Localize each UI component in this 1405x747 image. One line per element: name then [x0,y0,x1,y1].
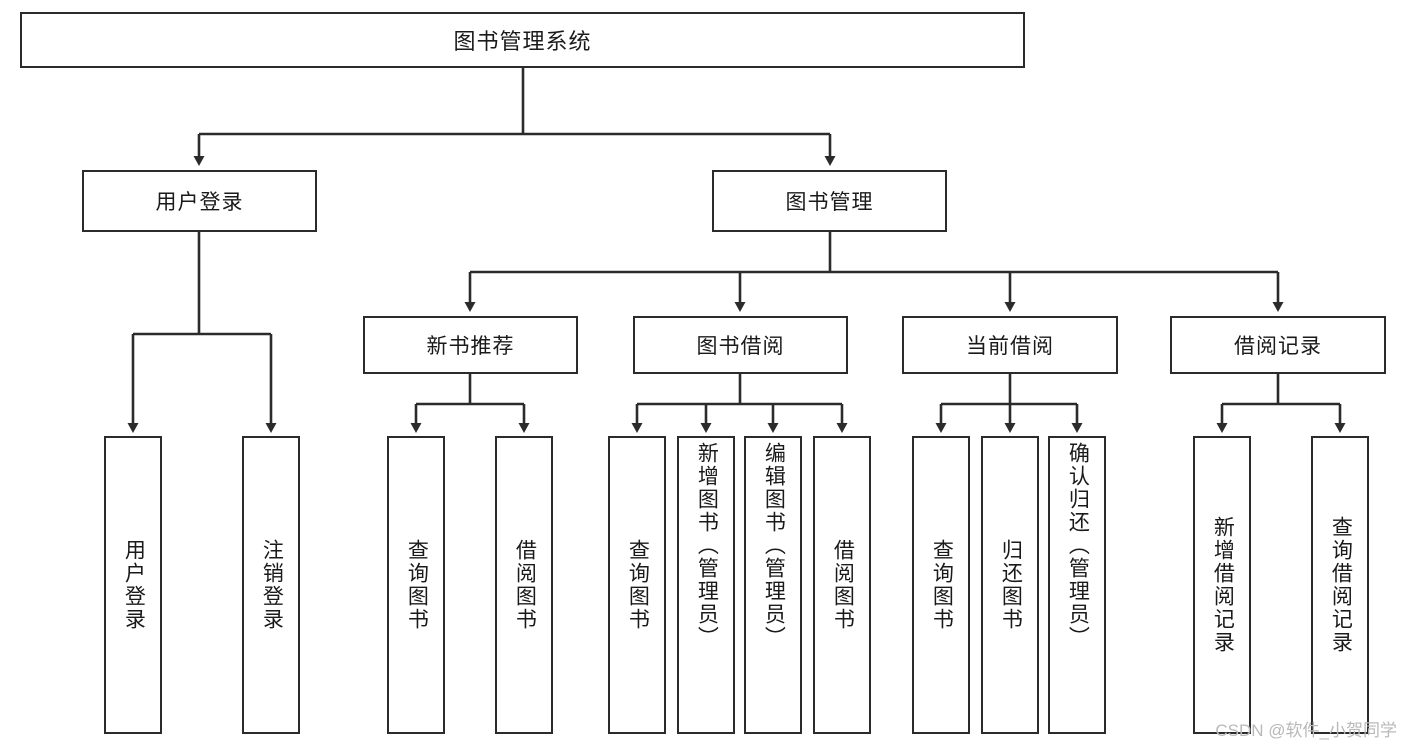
leaf-return-book[interactable]: 归还图书 [981,436,1039,734]
node-label: 新书推荐 [426,335,515,358]
leaf-label: 查询图书 [405,539,429,631]
node-label: 图书管理系统 [453,29,592,54]
node-borrow-record[interactable]: 借阅记录 [1170,316,1386,374]
leaf-label: 编辑图书（管理员） [762,442,786,649]
leaf-add-borrow-record[interactable]: 新增借阅记录 [1193,436,1251,734]
leaf-label: 用户登录 [122,539,146,631]
leaf-label: 查询图书 [626,539,650,631]
node-label: 当前借阅 [966,335,1054,358]
leaf-label: 新增借阅记录 [1211,516,1235,654]
leaf-label: 借阅图书 [831,539,855,631]
node-current-borrow[interactable]: 当前借阅 [902,316,1118,374]
node-label: 借阅记录 [1234,335,1322,358]
leaf-confirm-return-admin[interactable]: 确认归还（管理员） [1048,436,1106,734]
node-user-login[interactable]: 用户登录 [82,170,317,232]
csdn-watermark: CSDN @软件_小贺同学 [1215,721,1397,740]
leaf-user-login[interactable]: 用户登录 [104,436,162,734]
node-new-book-recommend[interactable]: 新书推荐 [363,316,578,374]
leaf-label: 借阅图书 [513,539,537,631]
leaf-borrow-book-recommend[interactable]: 借阅图书 [495,436,553,734]
leaf-logout-login[interactable]: 注销登录 [242,436,300,734]
leaf-label: 新增图书（管理员） [695,442,719,649]
leaf-label: 注销登录 [260,539,284,631]
leaf-label: 查询图书 [930,539,954,631]
leaf-query-book-current[interactable]: 查询图书 [912,436,970,734]
node-label: 用户登录 [155,191,244,214]
node-book-borrow[interactable]: 图书借阅 [633,316,848,374]
leaf-label: 确认归还（管理员） [1066,442,1090,649]
leaf-label: 归还图书 [999,539,1023,631]
leaf-label: 查询借阅记录 [1329,516,1353,654]
node-label: 图书管理 [785,191,874,214]
node-label: 图书借阅 [696,335,785,358]
node-root-system[interactable]: 图书管理系统 [20,12,1025,68]
leaf-query-borrow-record[interactable]: 查询借阅记录 [1311,436,1369,734]
leaf-query-book-borrow[interactable]: 查询图书 [608,436,666,734]
leaf-query-book-recommend[interactable]: 查询图书 [387,436,445,734]
node-book-management[interactable]: 图书管理 [712,170,947,232]
leaf-edit-book-admin[interactable]: 编辑图书（管理员） [744,436,802,734]
leaf-borrow-book-borrow[interactable]: 借阅图书 [813,436,871,734]
leaf-add-book-admin[interactable]: 新增图书（管理员） [677,436,735,734]
